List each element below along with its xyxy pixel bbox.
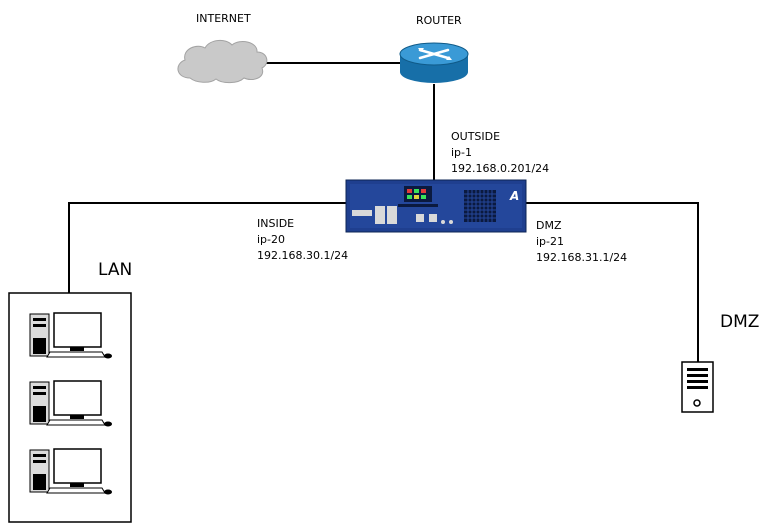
dmz-zone-label: DMZ (720, 312, 760, 332)
outside-interface-label: OUTSIDE ip-1 192.168.0.201/24 (451, 129, 549, 177)
internet-label: INTERNET (196, 12, 251, 25)
dmz-interface-ip: 192.168.31.1/24 (536, 251, 628, 264)
server-icon (681, 361, 714, 413)
connection-lines (68, 62, 699, 362)
workstation-icon (29, 380, 112, 427)
internet-cloud-icon (177, 40, 268, 84)
router-label: ROUTER (416, 14, 462, 27)
workstation-icon (29, 312, 112, 359)
router-icon (399, 42, 469, 83)
outside-interface-ip: 192.168.0.201/24 (451, 162, 550, 175)
lan-label: LAN (98, 260, 133, 280)
dmz-interface-name: DMZ (536, 219, 562, 232)
link-firewall-dmz (525, 202, 699, 362)
firewall-appliance-icon: A (345, 179, 527, 233)
outside-interface-id: ip-1 (451, 146, 473, 159)
inside-interface-label: INSIDE ip-20 192.168.30.1/24 (257, 216, 348, 264)
dmz-interface-label: DMZ ip-21 192.168.31.1/24 (536, 218, 627, 266)
dmz-interface-id: ip-21 (536, 235, 565, 248)
workstation-icon (29, 448, 112, 495)
link-firewall-lan (68, 202, 346, 293)
lan-workstations (29, 312, 112, 495)
outside-interface-name: OUTSIDE (451, 130, 501, 143)
firewall-badge: A (509, 189, 519, 203)
inside-interface-ip: 192.168.30.1/24 (257, 249, 349, 262)
inside-interface-name: INSIDE (257, 217, 295, 230)
inside-interface-id: ip-20 (257, 233, 286, 246)
